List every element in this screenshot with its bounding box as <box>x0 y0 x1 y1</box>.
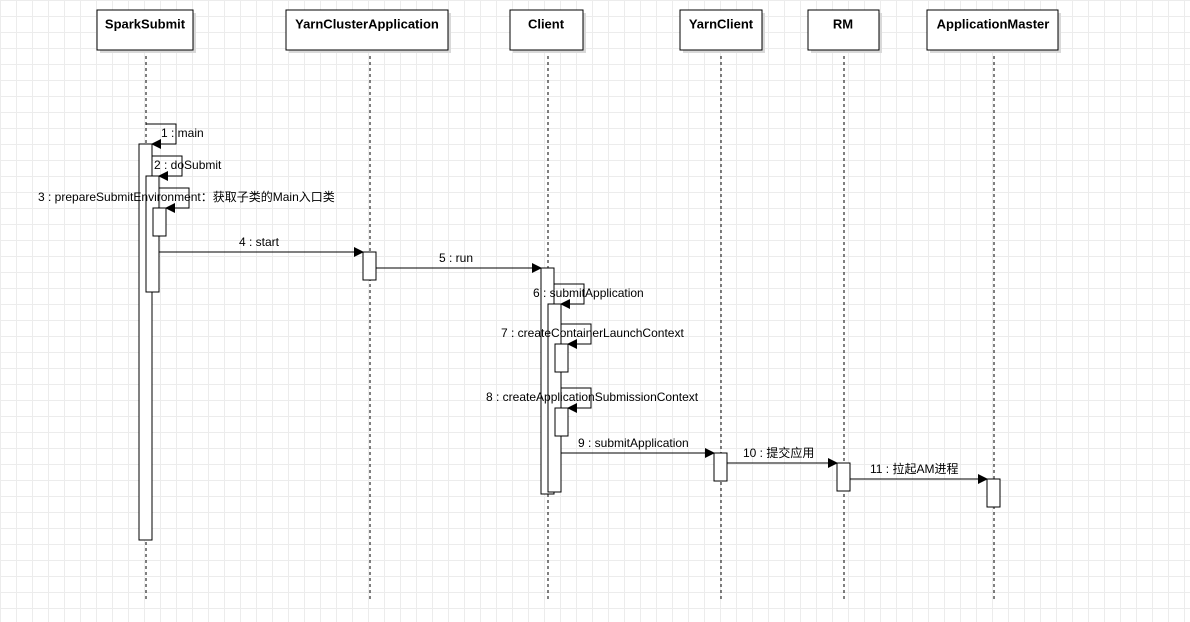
message-arrow-3 <box>159 187 190 213</box>
message-label-8: 8 : createApplicationSubmissionContext <box>486 390 699 404</box>
message-label-10: 10 : 提交应用 <box>743 445 814 460</box>
lifeline-label-yarnclusterapplication: YarnClusterApplication <box>295 16 439 31</box>
message-label-7: 7 : createContainerLaunchContext <box>501 326 684 340</box>
activation-yarnclusterapplication-start <box>362 251 377 281</box>
lifeline-label-client: Client <box>528 16 565 31</box>
activation-sparksubmit-prepare <box>152 207 167 237</box>
lifeline-sparksubmit[interactable]: SparkSubmit <box>96 9 196 53</box>
message-label-2: 2 : doSubmit <box>154 158 222 172</box>
message-label-5: 5 : run <box>439 251 473 265</box>
message-label-3: 3 : prepareSubmitEnvironment：获取子类的Main入口… <box>38 189 335 204</box>
lifeline-rm[interactable]: RM <box>807 9 882 53</box>
lifeline-label-yarnclient: YarnClient <box>689 16 754 31</box>
lifeline-label-sparksubmit: SparkSubmit <box>105 16 186 31</box>
activation-rm-submit <box>836 462 851 492</box>
message-label-6: 6 : submitApplication <box>533 286 644 300</box>
message-arrow-1 <box>146 123 177 149</box>
activations <box>138 143 1001 541</box>
lifeline-lines <box>145 50 995 600</box>
lifeline-yarnclient[interactable]: YarnClient <box>679 9 765 53</box>
message-label-1: 1 : main <box>161 126 204 140</box>
lifeline-yarnclusterapplication[interactable]: YarnClusterApplication <box>285 9 451 53</box>
lifeline-client[interactable]: Client <box>509 9 586 53</box>
message-arrow-6 <box>554 283 585 309</box>
message-label-4: 4 : start <box>239 235 280 249</box>
message-label-9: 9 : submitApplication <box>578 436 689 450</box>
activation-client-createappsubmission <box>554 407 569 437</box>
message-arrow-2 <box>152 155 183 181</box>
message-arrow-8 <box>561 387 592 413</box>
lifeline-label-applicationmaster: ApplicationMaster <box>937 16 1050 31</box>
activation-applicationmaster-start <box>986 478 1001 508</box>
messages: 1 : main 2 : doSubmit 3 : prepareSubmitE… <box>38 123 988 484</box>
activation-client-createcontainer <box>554 343 569 373</box>
activation-yarnclient-submit <box>713 452 728 482</box>
message-arrow-7 <box>561 323 592 349</box>
lifeline-label-rm: RM <box>833 16 853 31</box>
lifeline-applicationmaster[interactable]: ApplicationMaster <box>926 9 1061 53</box>
message-label-11: 11 : 拉起AM进程 <box>870 461 958 476</box>
